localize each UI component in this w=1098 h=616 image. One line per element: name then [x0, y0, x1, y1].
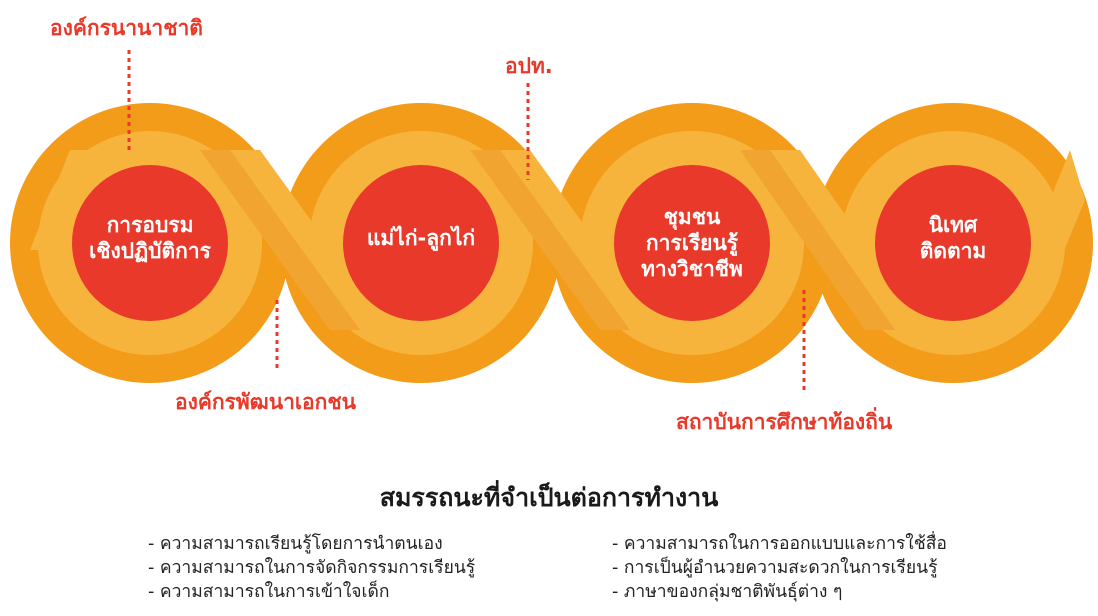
node-line: การอบรม [106, 213, 194, 237]
node-line: การเรียนรู้ [645, 231, 739, 255]
list-item: - การเป็นผู้อำนวยความสะดวกในการเรียนรู้ [612, 558, 938, 578]
label-ngo: องค์กรพัฒนาเอกชน [175, 390, 356, 414]
node-line: ติดตาม [919, 239, 987, 263]
chain-graphic [10, 50, 1093, 390]
label-local-edu: สถาบันการศึกษาท้องถิ่น [676, 410, 893, 434]
label-opt: อปท. [505, 54, 553, 78]
label-international-org: องค์กรนานาชาติ [50, 16, 203, 40]
list-item: - ความสามารถในการเข้าใจเด็ก [148, 582, 390, 602]
node-line: นิเทศ [928, 213, 978, 237]
node-line: แม่ไก่-ลูกไก่ [366, 226, 476, 250]
node-line: เชิงปฏิบัติการ [89, 239, 211, 263]
competency-list-right: - ความสามารถในการออกแบบและการใช้สื่อ - ก… [612, 532, 947, 604]
node-line: ทางวิชาชีพ [641, 257, 743, 281]
node-4-text: นิเทศ ติดตาม [863, 212, 1043, 264]
ribbon-band-4 [30, 150, 110, 250]
list-item: - ความสามารถในการออกแบบและการใช้สื่อ [612, 534, 947, 554]
list-item: - ความสามารถเรียนรู้โดยการนำตนเอง [148, 534, 443, 554]
node-line: ชุมชน [663, 205, 721, 229]
node-1-text: การอบรม เชิงปฏิบัติการ [60, 212, 240, 264]
ribbon-band-2 [470, 150, 660, 330]
competency-title: สมรรถนะที่จำเป็นต่อการทำงาน [379, 483, 719, 512]
core-2 [343, 165, 499, 321]
node-3-text: ชุมชน การเรียนรู้ ทางวิชาชีพ [602, 204, 782, 282]
node-2-text: แม่ไก่-ลูกไก่ [331, 225, 511, 251]
core-4 [875, 165, 1031, 321]
list-item: - ภาษาของกลุ่มชาติพันธุ์ต่าง ๆ [612, 582, 843, 602]
ribbon-band-3 [740, 150, 925, 330]
list-item: - ความสามารถในการจัดกิจกรรมการเรียนรู้ [148, 558, 476, 578]
core-1 [72, 165, 228, 321]
ribbon-band-1 [200, 150, 390, 330]
process-diagram: การอบรม เชิงปฏิบัติการ แม่ไก่-ลูกไก่ ชุม… [10, 16, 1093, 434]
ribbon-band-5 [1030, 150, 1085, 260]
core-3 [614, 165, 770, 321]
competency-list-left: - ความสามารถเรียนรู้โดยการนำตนเอง - ความ… [148, 532, 475, 604]
